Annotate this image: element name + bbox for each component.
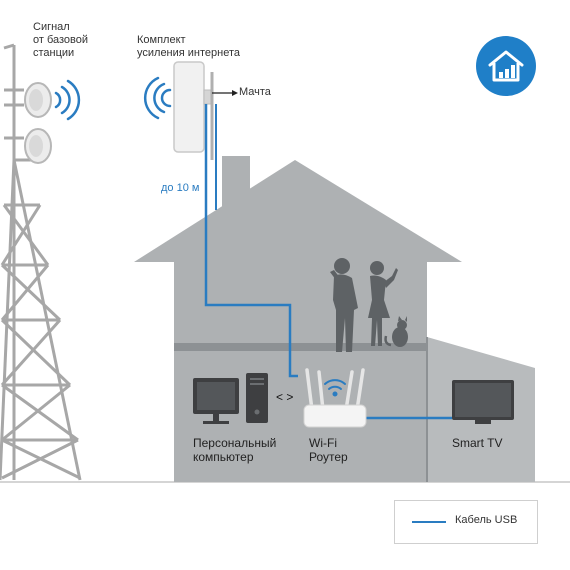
house-signal-icon <box>476 36 536 96</box>
tower-wifi-waves-icon <box>54 79 81 121</box>
tv-label: Smart TV <box>452 436 503 450</box>
pc-label-line2: компьютер <box>193 450 254 464</box>
tower-dish-icon <box>24 82 52 164</box>
legend: Кабель USB <box>394 500 538 544</box>
distance-label: до 10 м <box>161 182 200 194</box>
person-man-silhouette <box>330 258 358 352</box>
pc-label: Персональный компьютер <box>193 436 276 464</box>
antenna-wifi-waves-icon <box>143 76 172 120</box>
kit-label-line1: Комплект <box>137 34 186 46</box>
pc-label-line1: Персональный <box>193 436 277 450</box>
signal-label: Сигнал от базовой станции <box>33 21 88 60</box>
person-woman-silhouette <box>368 261 398 346</box>
signal-label-line2: от базовой <box>33 34 89 46</box>
computer-icon <box>193 373 268 424</box>
legend-usb-label: Кабель USB <box>455 514 518 526</box>
kit-label: Комплект усиления интернета <box>137 34 240 60</box>
usb-cable <box>204 104 298 378</box>
kit-label-line2: усиления интернета <box>137 47 241 59</box>
legend-usb-line <box>412 521 446 523</box>
router-label-line2: Роутер <box>309 450 348 464</box>
cat-silhouette <box>384 316 408 347</box>
router-label-line1: Wi-Fi <box>309 436 337 450</box>
cell-tower-icon <box>0 43 82 481</box>
signal-label-line3: станции <box>33 47 75 59</box>
tv-icon <box>452 380 514 424</box>
signal-label-line1: Сигнал <box>33 21 70 33</box>
router-icon <box>303 368 367 428</box>
house-icon <box>134 156 535 482</box>
mast-label: Мачта <box>239 86 271 98</box>
router-label: Wi-Fi Роутер <box>309 436 348 464</box>
connector-symbol: < > <box>276 390 294 404</box>
outdoor-antenna-icon <box>173 61 238 160</box>
